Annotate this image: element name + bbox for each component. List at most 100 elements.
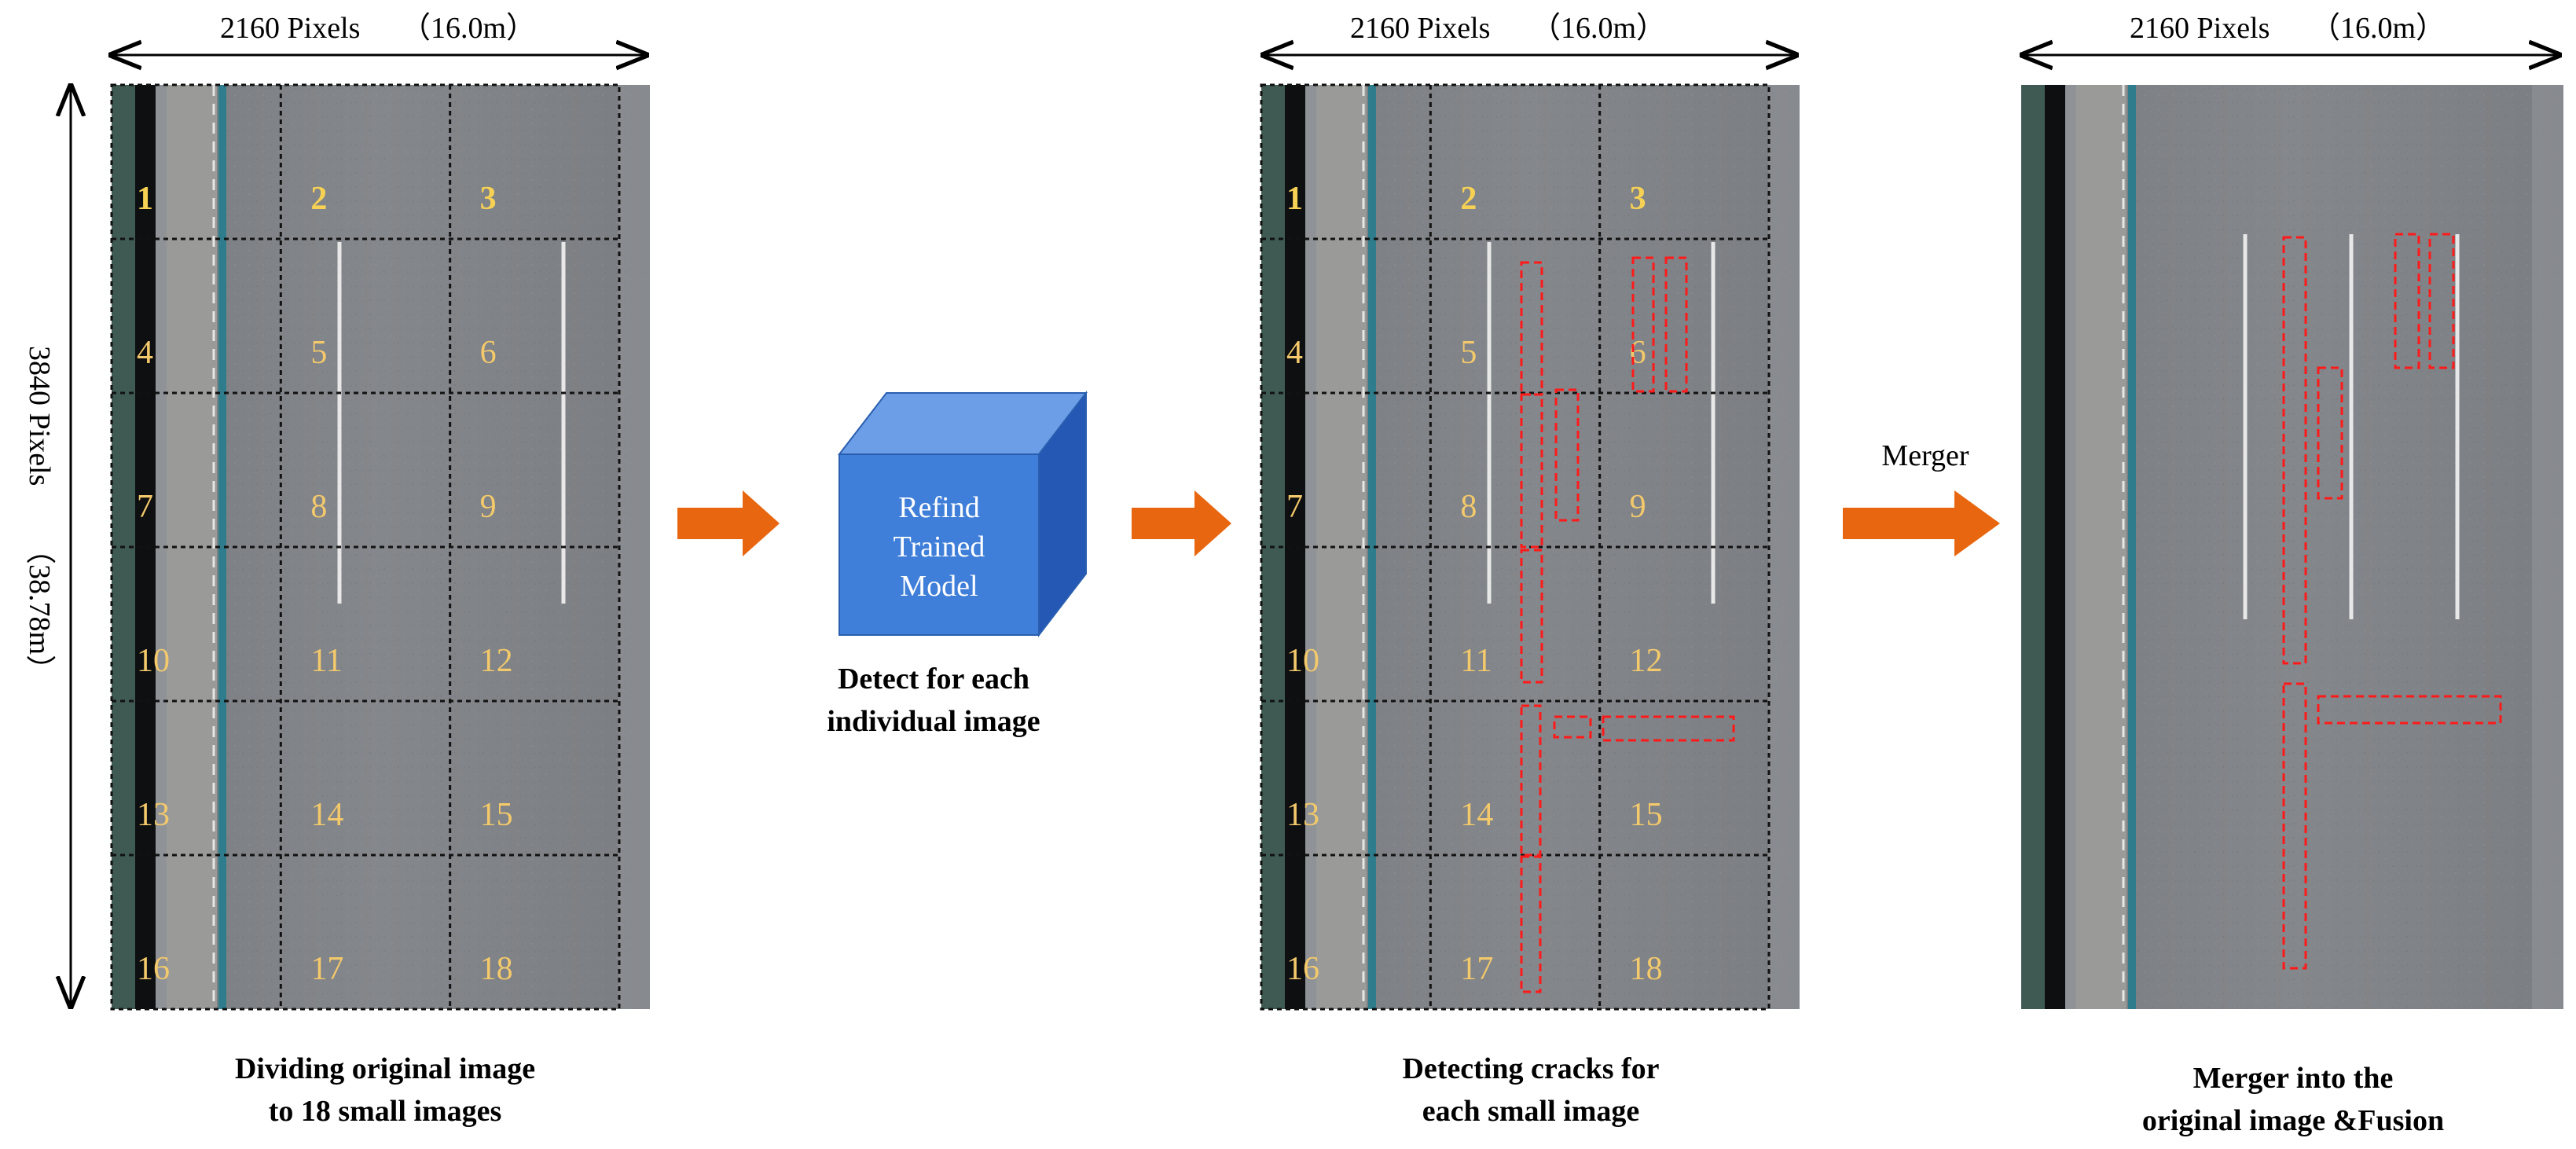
edge-teal-strip — [2128, 85, 2136, 1009]
panel-1-width-dimension: 2160 Pixels （16.0m） — [112, 12, 646, 55]
tile-number: 4 — [137, 335, 153, 371]
tile-number: 1 — [1286, 181, 1303, 217]
roadside-vegetation — [2021, 85, 2045, 1009]
merged-image-panel: 2160 Pixels （16.0m） Merger into the orig… — [2021, 12, 2563, 1137]
panel-2-width-dimension: 2160 Pixels （16.0m） — [1264, 12, 1796, 55]
model-label-line-1: Refind — [898, 491, 979, 524]
tile-number: 9 — [480, 489, 497, 525]
caption-line-2: each small image — [1422, 1095, 1640, 1128]
flow-arrow-1 — [677, 490, 780, 556]
tile-number: 7 — [137, 489, 153, 525]
tile-number: 1 — [137, 181, 153, 217]
tile-number: 15 — [1630, 797, 1663, 833]
height-pixels-label: 3840 Pixels — [23, 346, 56, 486]
height-metric-label: （38.78m） — [23, 534, 56, 685]
crack-detection-box — [1520, 261, 1543, 396]
tile-number: 14 — [1460, 797, 1493, 833]
tile-number: 3 — [480, 181, 497, 217]
width-pixels-label: 2160 Pixels — [1350, 12, 1490, 45]
tile-number: 11 — [1460, 643, 1492, 679]
flow-arrow-2 — [1132, 490, 1231, 556]
tile-number: 17 — [1460, 951, 1493, 987]
merged-crack-box — [2394, 233, 2420, 369]
width-metric-label: （16.0m） — [401, 12, 536, 45]
crack-detection-box — [1553, 715, 1592, 739]
width-pixels-label: 2160 Pixels — [2130, 12, 2270, 45]
original-image-panel: 2160 Pixels （16.0m） 3840 Pixels （38.78m）… — [23, 12, 650, 1128]
road-shoulder-shadow — [2045, 85, 2065, 1009]
tile-number: 10 — [137, 643, 170, 679]
road-right-edge — [2532, 85, 2563, 1009]
crack-detection-box — [1520, 549, 1543, 684]
tile-number: 12 — [1630, 643, 1663, 679]
tile-number: 18 — [480, 951, 513, 987]
tile-number: 18 — [1630, 951, 1663, 987]
tile-grid-2 — [1260, 83, 1771, 1011]
caption-line-1: Detecting cracks for — [1402, 1052, 1659, 1085]
width-metric-label: （16.0m） — [2310, 12, 2446, 45]
tile-number: 8 — [1460, 489, 1477, 525]
tile-number: 16 — [1286, 951, 1319, 987]
curb-strip — [1305, 85, 1316, 1009]
merger-label: Merger — [1881, 439, 1969, 472]
tile-number: 3 — [1630, 181, 1646, 217]
road-right-edge — [1768, 85, 1800, 1009]
panel-3-caption: Merger into the original image &Fusion — [2142, 1062, 2444, 1137]
curb-strip — [2065, 85, 2076, 1009]
grid-border — [1260, 83, 1771, 1011]
cube-front-face — [838, 453, 1040, 636]
tile-number: 11 — [310, 643, 342, 679]
tile-number: 15 — [480, 797, 513, 833]
detection-boxes-3 — [2282, 233, 2502, 970]
edge-teal-strip — [1368, 85, 1376, 1009]
caption-line-2: original image &Fusion — [2142, 1104, 2444, 1137]
tile-number: 7 — [1286, 489, 1303, 525]
crack-detection-box — [1602, 715, 1735, 742]
crack-detection-box — [1520, 855, 1542, 993]
tile-number: 4 — [1286, 335, 1303, 371]
panel-3-width-dimension: 2160 Pixels （16.0m） — [2023, 12, 2559, 55]
crack-detection-box — [1631, 256, 1655, 393]
model-label-line-3: Model — [900, 570, 978, 603]
tile-number: 5 — [310, 335, 327, 371]
curb-strip — [156, 85, 167, 1009]
tile-number: 9 — [1630, 489, 1646, 525]
sidewalk-strip — [2076, 85, 2126, 1009]
panel-1-caption: Dividing original image to 18 small imag… — [235, 1052, 535, 1128]
caption-line-1: Merger into the — [2193, 1062, 2394, 1095]
height-dimension: 3840 Pixels （38.78m） — [23, 86, 71, 1006]
crack-detection-box — [1664, 256, 1688, 393]
grid-border — [110, 83, 621, 1011]
road-image-3 — [2021, 85, 2563, 1009]
panel-2-caption: Detecting cracks for each small image — [1402, 1052, 1659, 1128]
merged-crack-box — [2317, 366, 2343, 500]
tile-number: 6 — [480, 335, 497, 371]
tile-number: 16 — [137, 951, 170, 987]
crack-detection-box — [1554, 388, 1580, 522]
tile-number: 5 — [1460, 335, 1477, 371]
tile-number: 2 — [310, 181, 327, 217]
model-caption-line-2: individual image — [827, 705, 1040, 738]
model-caption-line-1: Detect for each — [838, 663, 1029, 696]
width-pixels-label: 2160 Pixels — [220, 12, 360, 45]
tile-number: 14 — [310, 797, 343, 833]
crack-detection-box — [1520, 393, 1543, 549]
width-metric-label: （16.0m） — [1531, 12, 1666, 45]
caption-line-1: Dividing original image — [235, 1052, 535, 1085]
model-label-line-2: Trained — [894, 530, 985, 563]
flow-arrow-3 — [1843, 490, 2000, 556]
merged-crack-box — [2282, 236, 2307, 665]
road-right-edge — [618, 85, 650, 1009]
tile-number: 6 — [1630, 335, 1646, 371]
tile-number: 2 — [1460, 181, 1477, 217]
crack-detection-box — [1520, 704, 1542, 857]
trained-model-cube: Refind Trained Model Detect for each ind… — [827, 391, 1088, 738]
caption-line-2: to 18 small images — [269, 1095, 502, 1128]
tile-number: 12 — [480, 643, 513, 679]
tile-number: 10 — [1286, 643, 1319, 679]
tile-number: 8 — [310, 489, 327, 525]
